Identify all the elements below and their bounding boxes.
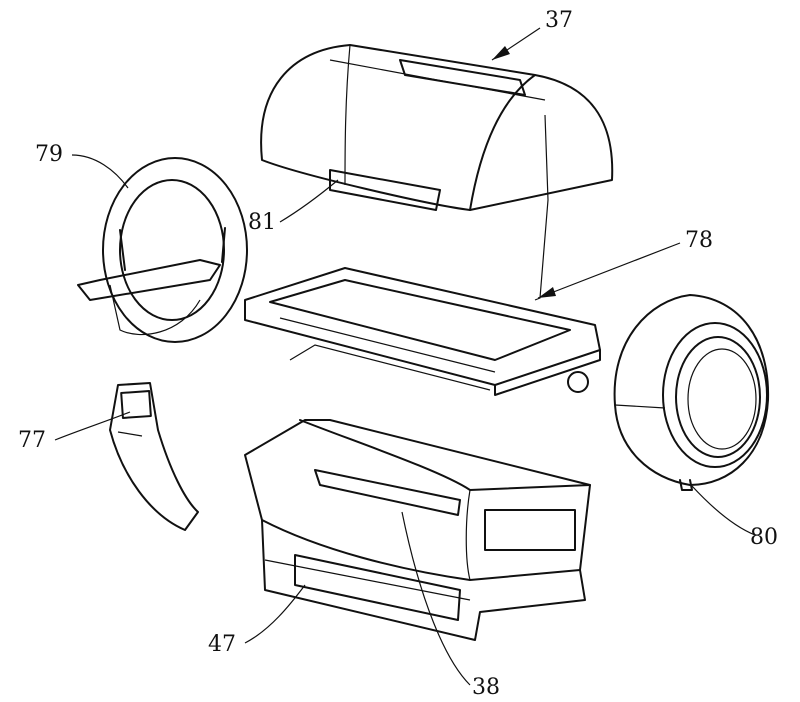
top-cover-part	[260, 44, 614, 301]
label-81: 81	[248, 210, 276, 235]
label-37: 37	[545, 8, 573, 33]
label-78: 78	[685, 228, 713, 253]
leader-lines	[54, 27, 756, 686]
label-77: 77	[18, 428, 46, 453]
label-79: 79	[35, 142, 63, 167]
lower-shell-part	[244, 419, 591, 581]
label-38: 38	[472, 675, 500, 700]
label-80: 80	[750, 525, 778, 550]
label-47: 47	[208, 632, 236, 657]
left-end-ring-part	[77, 157, 248, 343]
base-part	[261, 519, 586, 641]
tray-part	[244, 267, 601, 396]
right-end-cap-part	[613, 294, 770, 491]
control-panel-part	[109, 382, 199, 531]
